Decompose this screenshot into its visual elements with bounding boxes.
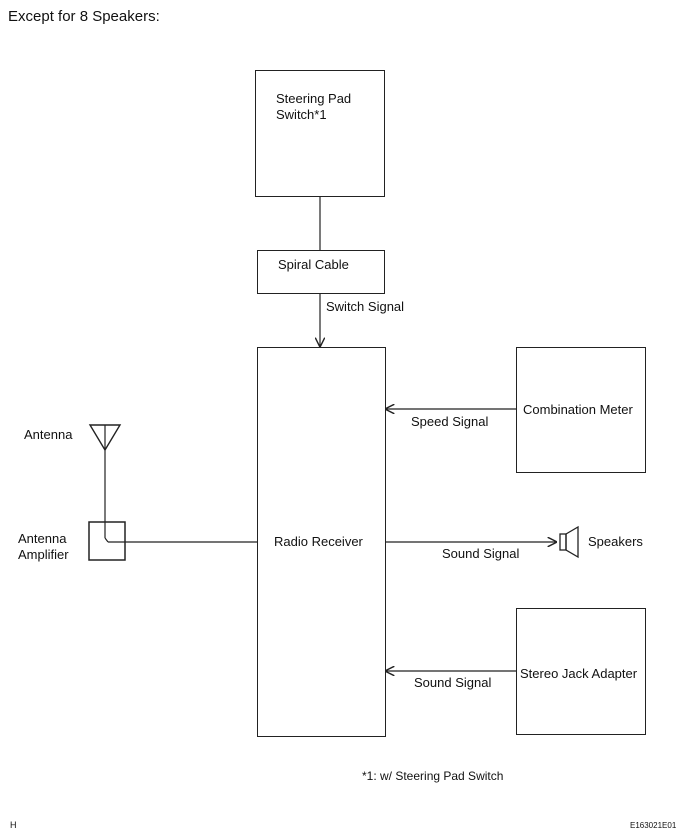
footnote: *1: w/ Steering Pad Switch: [362, 769, 504, 783]
combination-meter-box: Combination Meter: [516, 347, 646, 473]
radio-receiver-label: Radio Receiver: [274, 534, 363, 549]
antenna-amplifier-box: [88, 521, 126, 561]
radio-receiver-box: Radio Receiver: [257, 347, 386, 737]
spiral-cable-label: Spiral Cable: [278, 257, 349, 272]
sound-signal-in-label: Sound Signal: [414, 675, 492, 690]
steering-pad-switch-box: Steering Pad Switch*1: [255, 70, 385, 197]
figure-code: E163021E01: [630, 821, 677, 830]
sound-signal-out-label: Sound Signal: [442, 546, 520, 561]
combination-meter-label: Combination Meter: [523, 402, 633, 417]
switch-signal-label: Switch Signal: [326, 299, 405, 314]
speakers-label: Speakers: [588, 534, 643, 549]
antenna-label: Antenna: [24, 427, 73, 442]
stereo-jack-adapter-box: Stereo Jack Adapter: [516, 608, 646, 735]
spiral-cable-box: Spiral Cable: [257, 250, 385, 294]
corner-label-left: H: [10, 820, 17, 830]
speaker-icon: [559, 525, 579, 559]
steering-pad-switch-label: Steering Pad Switch*1: [276, 91, 352, 122]
speed-signal-label: Speed Signal: [411, 414, 489, 429]
diagram-title: Except for 8 Speakers:: [8, 8, 160, 25]
stereo-jack-adapter-label: Stereo Jack Adapter: [520, 666, 638, 681]
antenna-amplifier-label: Antenna Amplifier: [18, 531, 69, 562]
